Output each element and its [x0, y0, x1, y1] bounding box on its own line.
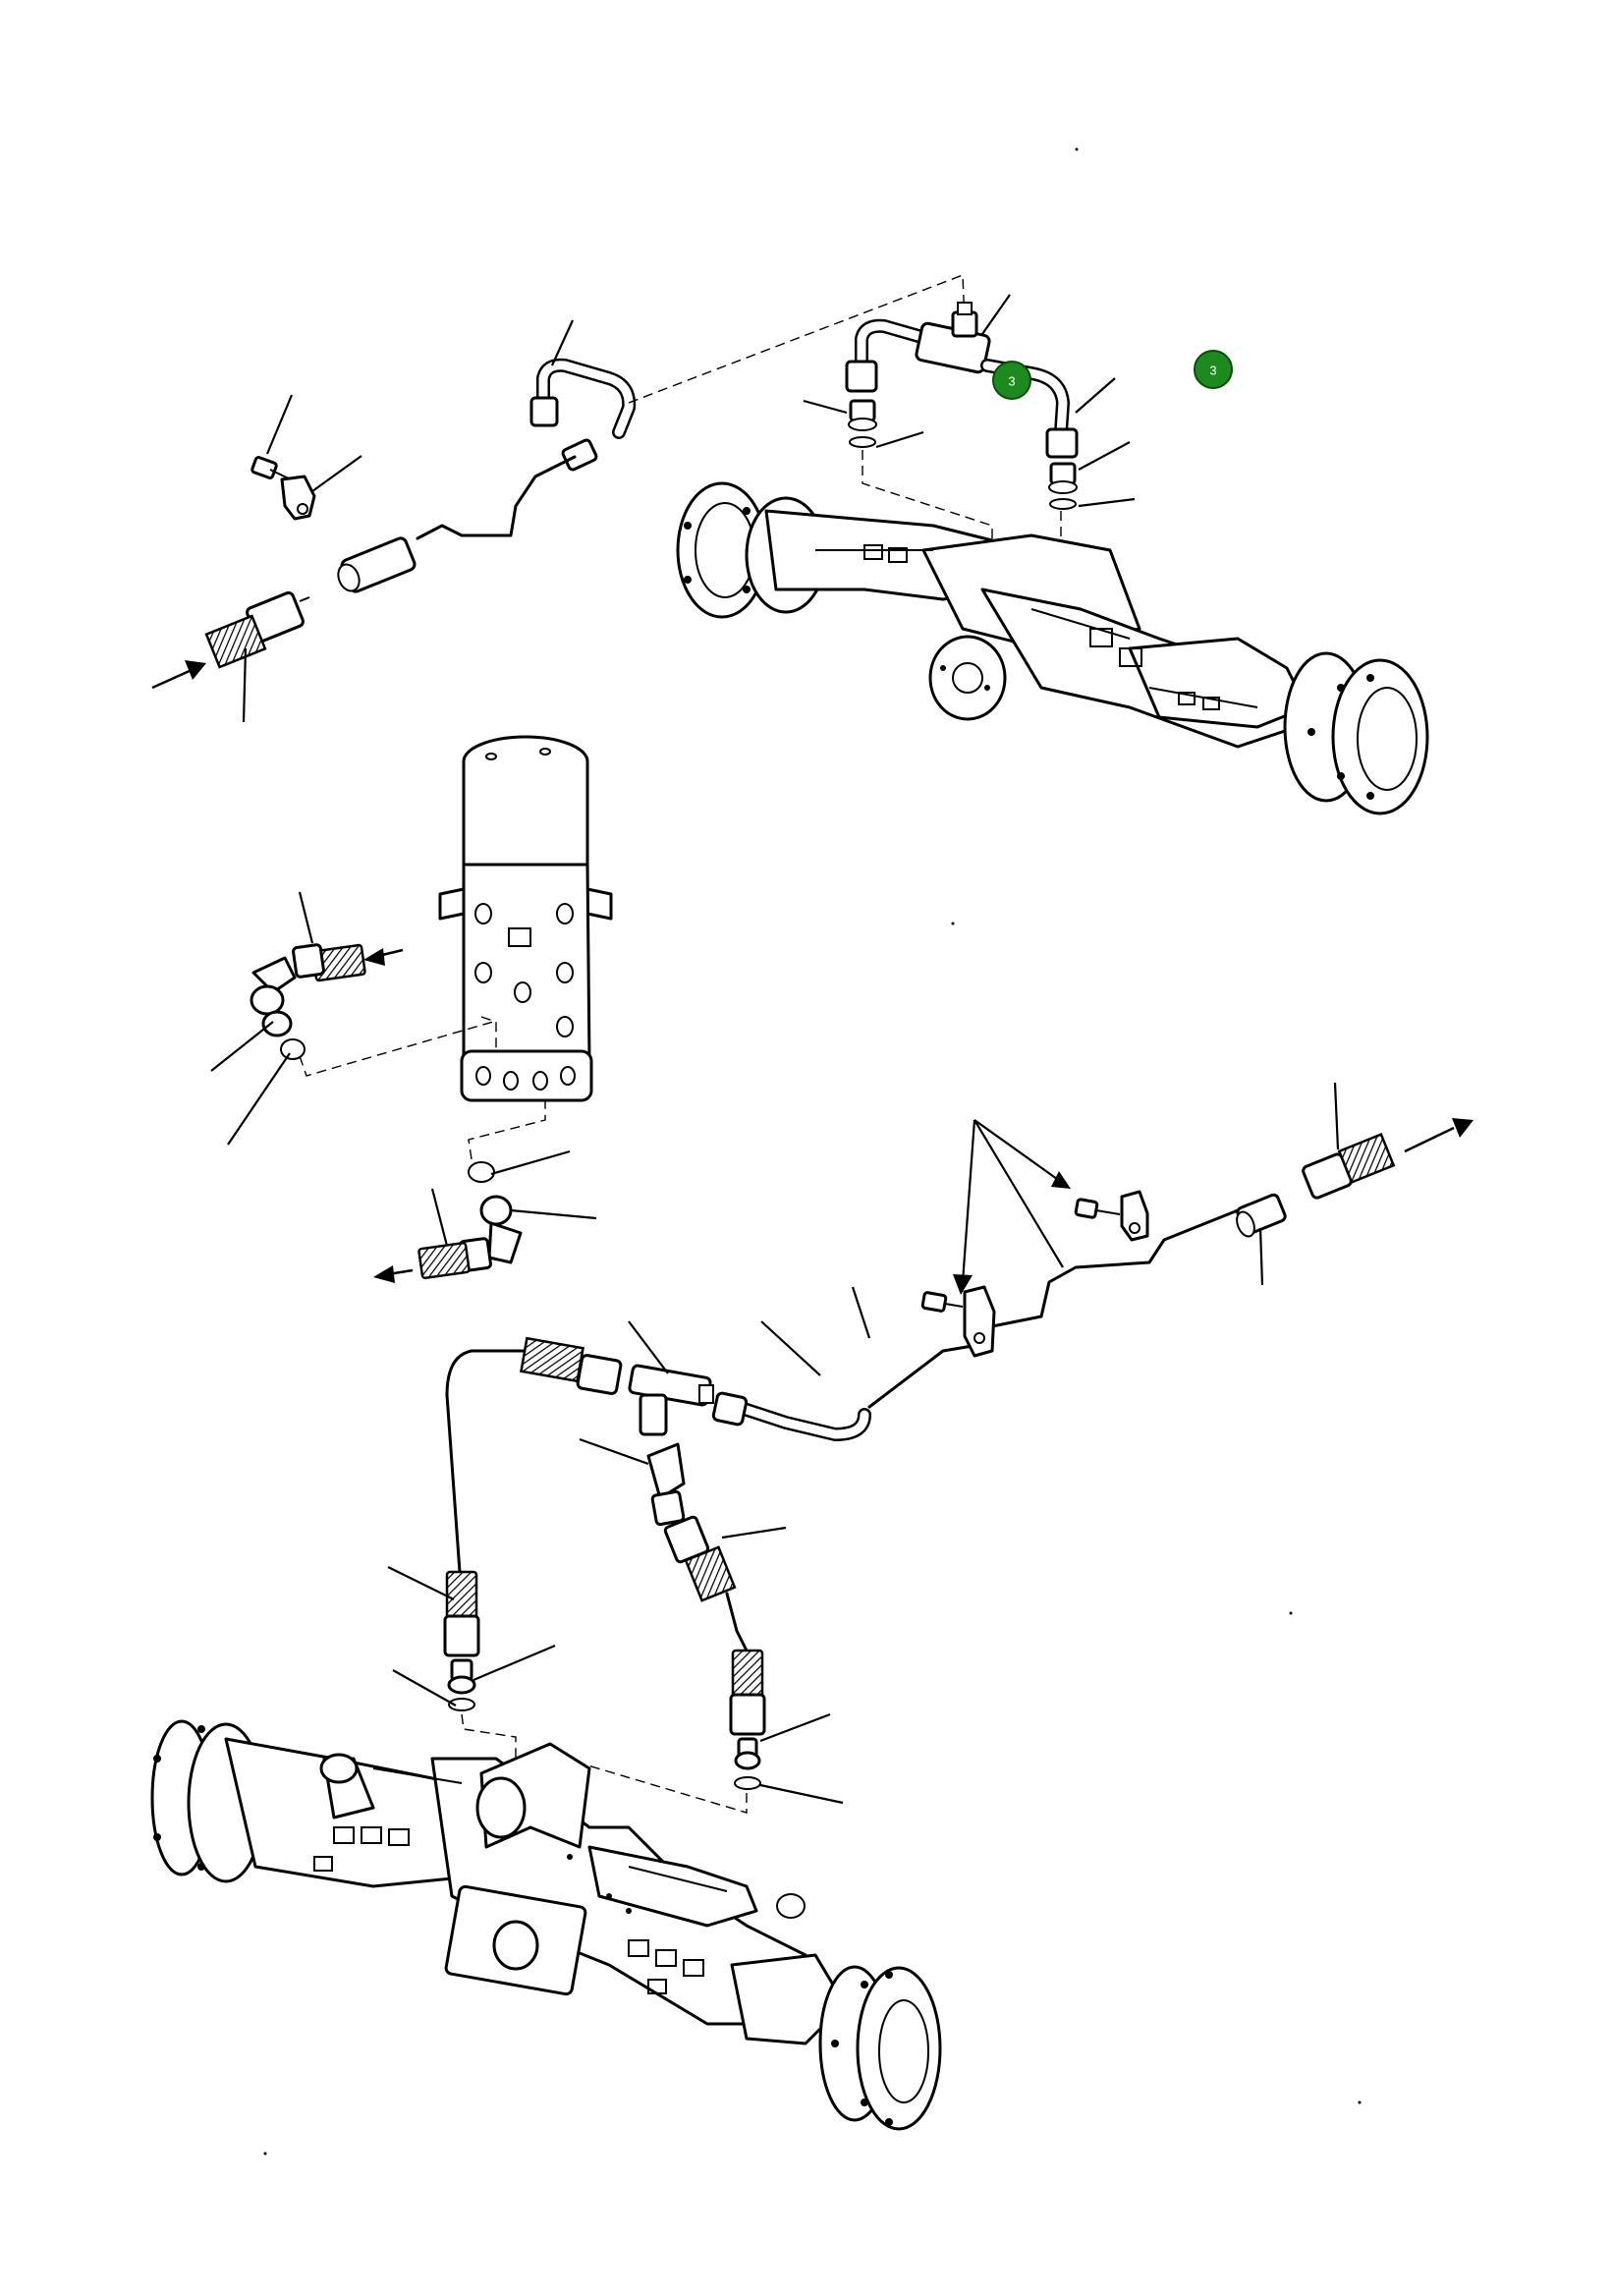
callout-number: 3 [1209, 364, 1216, 378]
leader-line [579, 1437, 649, 1466]
leader-line [721, 1526, 787, 1540]
reference-line [461, 1713, 517, 1847]
leader-line [1078, 497, 1136, 508]
leader-line [981, 294, 1011, 335]
arrow-right-icon [1404, 1118, 1474, 1153]
leader-line [851, 1286, 871, 1339]
bolt [1074, 1198, 1121, 1219]
arrow-left-icon [373, 1265, 414, 1283]
leader-line [759, 1783, 844, 1805]
reference-line [862, 450, 993, 550]
leader-line [227, 1052, 291, 1146]
callout-number: 3 [1008, 374, 1015, 389]
leader-line [510, 1208, 597, 1220]
clip [963, 1285, 996, 1358]
adapter-fitting-right [1048, 462, 1078, 510]
leader-line [490, 1149, 571, 1176]
leader-arrowhead [953, 1274, 973, 1295]
hose-end-left [443, 1570, 480, 1711]
front-tee-assembly [845, 302, 1079, 459]
leader-arrowhead [1051, 1171, 1071, 1189]
valve-outlet-elbow [417, 1161, 523, 1280]
clip [280, 475, 316, 521]
leader-line [803, 399, 848, 415]
rear-hose-right [725, 1592, 749, 1652]
rear-supply-line-group [867, 1082, 1474, 1409]
bolt [920, 1291, 964, 1313]
hose-end-right [729, 1649, 766, 1790]
leader-line [387, 1566, 455, 1600]
bolt [250, 456, 296, 482]
leader-line [875, 430, 924, 449]
rear-hose-left [445, 1349, 526, 1574]
scan-specks [263, 147, 1362, 2156]
supply-tube [416, 455, 577, 540]
leader-line [430, 1188, 449, 1247]
front-supply-line-group [151, 319, 637, 723]
rear-supply-tube [867, 1206, 1245, 1409]
hose-fitting [204, 590, 310, 669]
leader-line [298, 891, 314, 944]
hose-fitting [1302, 1132, 1396, 1200]
reference-line [628, 273, 966, 404]
leader-line [242, 647, 248, 723]
leader-line [628, 1320, 669, 1374]
leader-line [1258, 1227, 1264, 1286]
brake-valve [438, 735, 613, 1102]
u-bend-pipe [529, 358, 637, 472]
callout-marker[interactable]: 3 [1194, 350, 1233, 389]
leader-line [265, 394, 294, 455]
leader-line [1078, 441, 1131, 471]
leader-line [311, 455, 362, 492]
leader-line [210, 1021, 274, 1072]
valve-inlet-elbow [250, 943, 366, 1060]
callout-marker[interactable]: 3 [992, 361, 1031, 400]
leader-line [1075, 377, 1116, 414]
front-axle [676, 481, 1429, 815]
reference-line [299, 1021, 494, 1077]
adapter-fitting-left [848, 399, 877, 448]
rear-axle [150, 1719, 942, 2131]
reference-line [468, 1100, 546, 1160]
arrow-right-icon [151, 660, 206, 690]
arrow-left-icon [363, 948, 404, 966]
leader-line [473, 1644, 556, 1682]
leader-line [760, 1320, 821, 1376]
reference-line [564, 1758, 748, 1814]
clip [1120, 1190, 1149, 1242]
leader-line [759, 1712, 831, 1743]
leader-line [550, 319, 575, 366]
leader-line [973, 1119, 1065, 1268]
leader-line [392, 1669, 457, 1707]
leader-line [1333, 1082, 1340, 1150]
leader-line [961, 1119, 976, 1283]
rear-tee-assembly [520, 1336, 871, 1602]
tube-nut [1236, 1193, 1287, 1238]
tube-connector [337, 536, 417, 593]
